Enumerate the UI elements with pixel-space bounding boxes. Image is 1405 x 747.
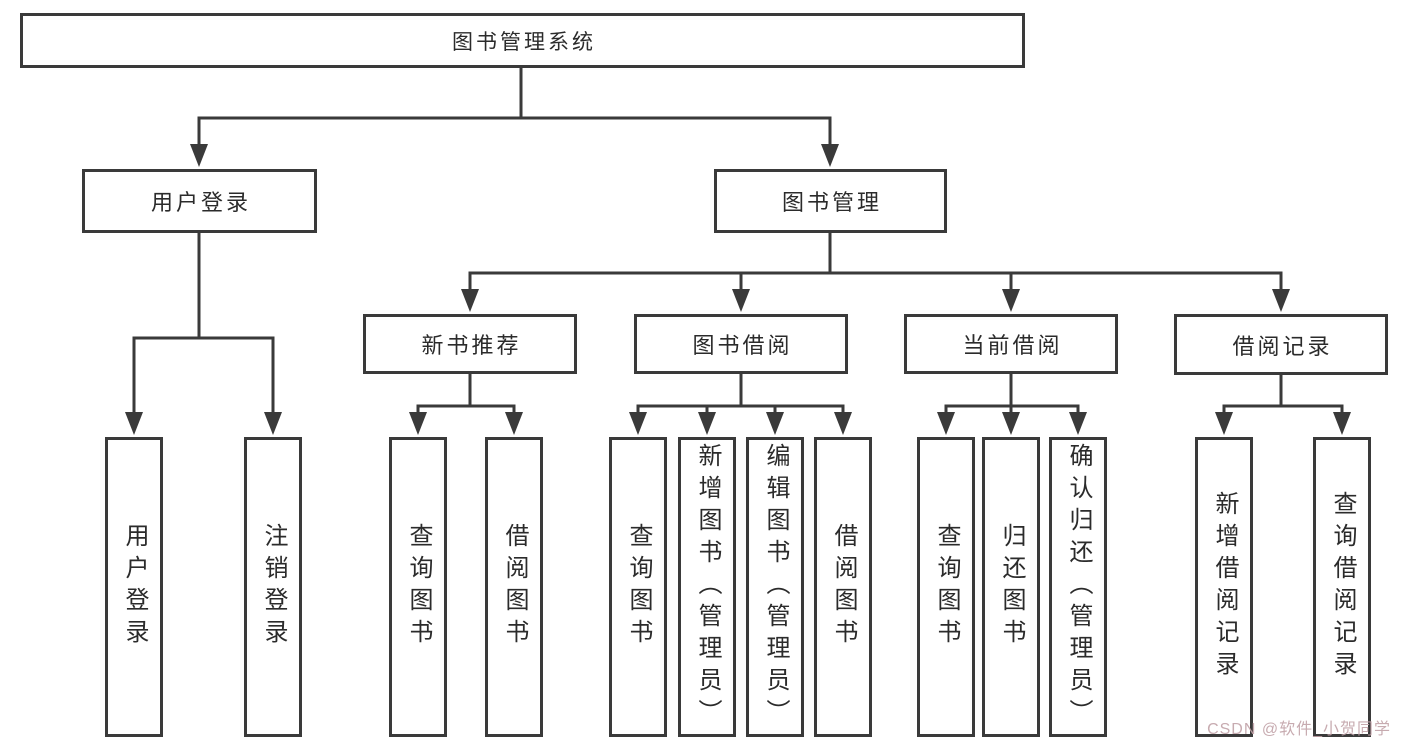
arrowheads bbox=[125, 144, 1351, 435]
leaf-return-books: 归还图书 bbox=[982, 437, 1040, 737]
node-user-login-label: 用户登录 bbox=[150, 190, 251, 215]
leaf-borrow-books-1-label: 借阅图书 bbox=[501, 523, 528, 651]
leaf-query-books-3: 查询图书 bbox=[917, 437, 975, 737]
node-user-login: 用户登录 bbox=[82, 169, 317, 233]
leaf-query-books-1: 查询图书 bbox=[389, 437, 447, 737]
node-current-borrow-label: 当前借阅 bbox=[962, 333, 1063, 358]
node-book-borrow: 图书借阅 bbox=[634, 314, 848, 374]
leaf-user-login-label: 用户登录 bbox=[121, 523, 148, 651]
leaf-edit-books-admin: 编辑图书（管理员） bbox=[746, 437, 804, 737]
node-new-book-recommend: 新书推荐 bbox=[363, 314, 577, 374]
leaf-query-borrow-record: 查询借阅记录 bbox=[1313, 437, 1371, 737]
leaf-confirm-return-admin: 确认归还（管理员） bbox=[1049, 437, 1107, 737]
node-new-book-recommend-label: 新书推荐 bbox=[421, 333, 522, 358]
leaf-logout-label: 注销登录 bbox=[260, 523, 287, 651]
leaf-add-books-admin: 新增图书（管理员） bbox=[678, 437, 736, 737]
leaf-query-books-2-label: 查询图书 bbox=[625, 523, 652, 651]
node-current-borrow: 当前借阅 bbox=[904, 314, 1118, 374]
leaf-query-books-2: 查询图书 bbox=[609, 437, 667, 737]
leaf-add-books-admin-label: 新增图书（管理员） bbox=[694, 443, 721, 731]
leaf-logout: 注销登录 bbox=[244, 437, 302, 737]
leaf-edit-books-admin-label: 编辑图书（管理员） bbox=[762, 443, 789, 731]
node-root: 图书管理系统 bbox=[20, 13, 1025, 68]
leaf-query-books-1-label: 查询图书 bbox=[405, 523, 432, 651]
node-book-management-label: 图书管理 bbox=[781, 190, 882, 215]
leaf-return-books-label: 归还图书 bbox=[998, 523, 1025, 651]
node-borrow-records-label: 借阅记录 bbox=[1232, 333, 1333, 359]
node-book-borrow-label: 图书借阅 bbox=[692, 333, 793, 358]
node-root-label: 图书管理系统 bbox=[452, 30, 596, 54]
leaf-borrow-books-2: 借阅图书 bbox=[814, 437, 872, 737]
leaf-borrow-books-2-label: 借阅图书 bbox=[830, 523, 857, 651]
leaf-add-borrow-record: 新增借阅记录 bbox=[1195, 437, 1253, 737]
leaf-confirm-return-admin-label: 确认归还（管理员） bbox=[1065, 443, 1092, 731]
node-book-management: 图书管理 bbox=[714, 169, 947, 233]
leaf-query-books-3-label: 查询图书 bbox=[933, 523, 960, 651]
csdn-watermark: CSDN @软件_小贺同学 bbox=[1207, 721, 1391, 738]
leaf-borrow-books-1: 借阅图书 bbox=[485, 437, 543, 737]
leaf-user-login: 用户登录 bbox=[105, 437, 163, 737]
node-borrow-records: 借阅记录 bbox=[1174, 314, 1388, 375]
leaf-query-borrow-record-label: 查询借阅记录 bbox=[1329, 491, 1356, 683]
leaf-add-borrow-record-label: 新增借阅记录 bbox=[1211, 491, 1238, 683]
